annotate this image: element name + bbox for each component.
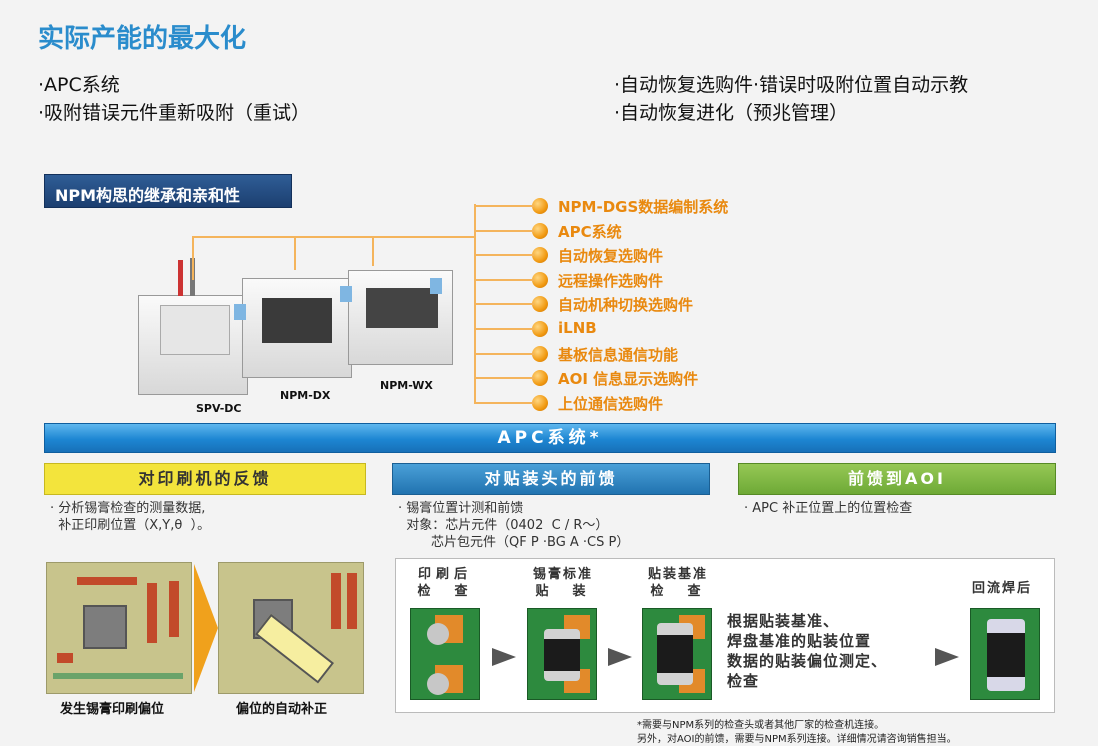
connector-line: [294, 236, 296, 270]
bullet-apc: ·APC系统: [38, 74, 120, 96]
chip-component: [544, 629, 580, 681]
machine-label-npm-dx: NPM-DX: [280, 389, 331, 402]
note-head-3: 芯片包元件（QF P ·BG A ·CS P）: [398, 535, 630, 550]
note-head-1: · 锡膏位置计测和前馈: [398, 501, 524, 516]
monitor-icon: [234, 304, 246, 320]
connector-line: [474, 352, 534, 355]
machine-label-npm-wx: NPM-WX: [380, 379, 433, 392]
caption-corrected: 偏位的自动补正: [236, 702, 328, 717]
stage-image-after-reflow: [970, 608, 1040, 700]
arrow-right-icon: [194, 564, 218, 692]
measure-text-1: 根据贴装基准、: [727, 612, 840, 630]
solder-pad: [347, 573, 357, 629]
process-arrow-icon: [608, 648, 632, 666]
feature-bullet-icon: [532, 321, 548, 337]
footnote-2: 另外，对AOI的前馈，需要与NPM系列连接。详细情况请咨询销售担当。: [637, 734, 957, 745]
note-printer-1: · 分析锡膏检查的测量数据,: [50, 501, 206, 516]
npm-inheritance-box: NPM构思的继承和亲和性: [44, 174, 292, 208]
chip-component: [657, 623, 693, 685]
caption-misaligned: 发生锡膏印刷偏位: [60, 702, 165, 717]
feature-item: AOI 信息显示选购件: [558, 370, 699, 389]
feature-bullet-icon: [532, 222, 548, 239]
stage-label-mount-inspection-2: 检 查: [650, 584, 706, 599]
connector-line: [192, 236, 474, 238]
feature-item: 上位通信选购件: [558, 394, 664, 413]
feature-item: NPM-DGS数据编制系统: [558, 198, 729, 216]
solder-pad: [57, 653, 73, 663]
connector-line: [474, 278, 534, 281]
connector-line: [192, 236, 194, 280]
monitor-icon: [430, 278, 442, 294]
solder-pad: [331, 573, 341, 629]
stage-image-paste-mount: [527, 608, 597, 700]
connector-line: [474, 229, 534, 232]
feature-item: 自动恢复选购件: [558, 247, 664, 266]
monitor-icon: [340, 286, 352, 302]
bullet-auto-recovery-evolution: ·自动恢复进化（预兆管理）: [614, 102, 849, 124]
ic-chip: [83, 605, 127, 649]
header-printer-feedback: 对印刷机的反馈: [44, 463, 366, 495]
feature-bullet-icon: [532, 394, 548, 411]
connector-line: [474, 377, 534, 380]
feature-bullet-icon: [532, 198, 548, 214]
stage-image-mount-inspection: [642, 608, 712, 700]
stage-label-paste-mount-1: 锡膏标准: [532, 567, 593, 582]
signal-tower: [178, 260, 183, 296]
solder-dot: [427, 673, 449, 695]
measure-text-4: 检查: [727, 672, 760, 690]
machine-npm-wx-window: [366, 288, 438, 328]
page-title: 实际产能的最大化: [38, 24, 247, 54]
stage-label-after-reflow: 回流焊后: [971, 581, 1032, 596]
machine-npm-dx-window: [262, 298, 332, 343]
feature-bullet-icon: [532, 247, 548, 264]
connector-line: [474, 204, 476, 402]
footnote-1: *需要与NPM系列的检查头或者其他厂家的检查机连接。: [637, 720, 885, 731]
header-head-feedforward: 对贴装头的前馈: [392, 463, 710, 495]
feature-item: iLNB: [558, 319, 597, 337]
feature-bullet-icon: [532, 345, 548, 362]
feature-item: 自动机种切换选购件: [558, 296, 694, 315]
stage-label-mount-inspection-1: 贴装基准: [647, 567, 708, 582]
stage-label-print-inspection-1: 印刷后: [417, 567, 472, 582]
feature-item: 远程操作选购件: [558, 271, 664, 290]
bullet-auto-recovery: ·自动恢复选购件·错误时吸附位置自动示教: [614, 74, 969, 96]
machine-spv-dc-panel: [160, 305, 230, 355]
stage-label-paste-mount-2: 贴 装: [535, 584, 591, 599]
board-image-misaligned: [46, 562, 192, 694]
measure-text-2: 焊盘基准的贴装位置: [727, 632, 872, 650]
connector-line: [372, 236, 374, 266]
solder-pad: [77, 577, 137, 585]
note-head-2: 对象：芯片元件（0402 C / R～）: [398, 518, 609, 533]
note-aoi-1: · APC 补正位置上的位置检查: [744, 501, 913, 516]
pcb-trace: [53, 673, 183, 679]
stage-image-print: [410, 608, 480, 700]
machines-illustration: [130, 240, 460, 410]
connector-line: [474, 328, 534, 330]
process-arrow-icon: [492, 648, 516, 666]
board-image-corrected: [218, 562, 364, 694]
feature-bullet-icon: [532, 271, 548, 288]
note-printer-2: 补正印刷位置（X,Y,θ ）。: [50, 518, 211, 533]
stage-label-print-inspection-2: 检 查: [417, 584, 473, 599]
feature-item: APC系统: [558, 222, 622, 241]
connector-line: [474, 401, 534, 404]
solder-pad: [169, 581, 179, 637]
feature-bullet-icon: [532, 370, 548, 387]
correction-arrow-icon: [254, 613, 335, 684]
apc-system-bar: APC系统*: [44, 423, 1056, 453]
feature-item: 基板信息通信功能: [558, 345, 679, 364]
solder-dot: [427, 623, 449, 645]
feature-bullet-icon: [532, 296, 548, 313]
solder-pad: [147, 583, 157, 643]
connector-line: [474, 205, 534, 207]
connector-line: [474, 254, 534, 257]
bullet-retry: ·吸附错误元件重新吸附（重试）: [38, 102, 311, 124]
connector-line: [474, 303, 534, 306]
measure-text-3: 数据的贴装偏位测定、: [727, 652, 888, 670]
inspection-process-panel: [395, 558, 1055, 713]
process-arrow-icon: [935, 648, 959, 666]
header-aoi-feedforward: 前馈到AOI: [738, 463, 1056, 495]
chip-component: [987, 619, 1025, 691]
machine-label-spv-dc: SPV-DC: [196, 402, 242, 415]
